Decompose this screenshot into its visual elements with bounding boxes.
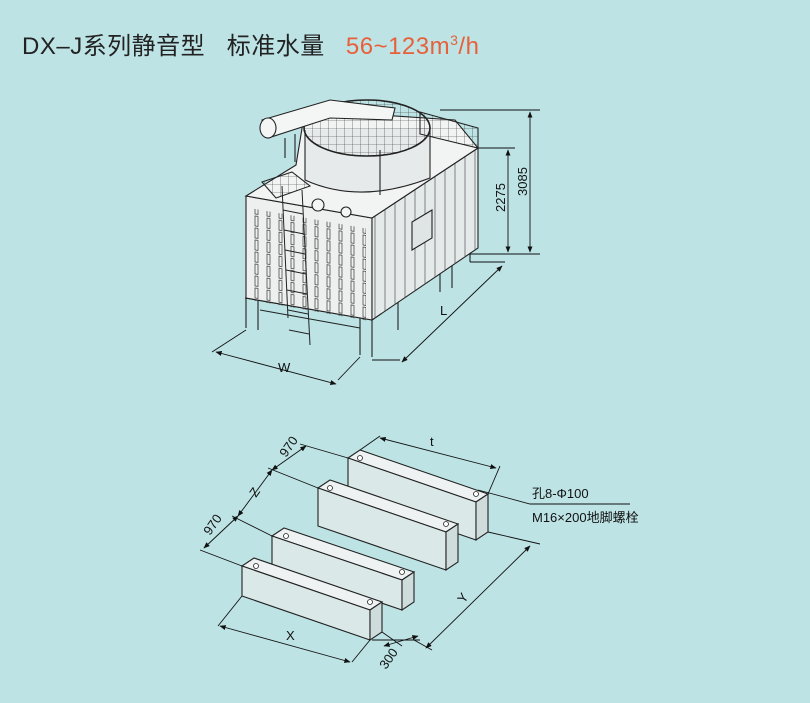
title-flow: 56~123m3/h — [346, 33, 480, 60]
foundation-drawing — [240, 449, 490, 642]
title-series: DX–J系列静音型 — [22, 33, 206, 60]
page-title: DX–J系列静音型 标准水量 56~123m3/h — [22, 26, 479, 61]
note-bolt: M16×200地脚螺栓 — [532, 510, 639, 525]
note-hole: 孔8-Φ100 — [532, 486, 589, 501]
dim-height-total: 3085 — [515, 167, 530, 196]
motor-arm — [259, 99, 396, 162]
dim-height-body: 2275 — [493, 183, 508, 212]
inlet-louvre-left — [261, 171, 312, 199]
foundation-block-3 — [270, 527, 416, 612]
dim-z: Z — [246, 485, 263, 500]
title-category: 标准水量 — [226, 33, 325, 60]
dim-x: X — [286, 628, 295, 643]
foundation-dimension-lines — [199, 435, 630, 663]
tower-ladder — [281, 185, 311, 346]
flow-unit: /h — [458, 33, 480, 60]
tower-dimension-lines — [211, 109, 540, 385]
dim-margin: 300 — [376, 645, 401, 671]
dim-width: W — [278, 360, 291, 375]
dim-length: L — [440, 303, 447, 318]
foundation-block-2 — [316, 479, 460, 572]
dim-spacing-2: 970 — [200, 511, 225, 537]
dim-t: t — [430, 434, 434, 449]
bolt-holes — [253, 455, 479, 605]
flow-sup: 3 — [450, 32, 459, 48]
flow-value: 56~123m — [345, 33, 451, 60]
cooling-tower-drawing — [244, 99, 479, 357]
dim-spacing-1: 970 — [276, 433, 301, 459]
dim-y: Y — [454, 590, 471, 606]
tower-access-door — [411, 209, 433, 251]
